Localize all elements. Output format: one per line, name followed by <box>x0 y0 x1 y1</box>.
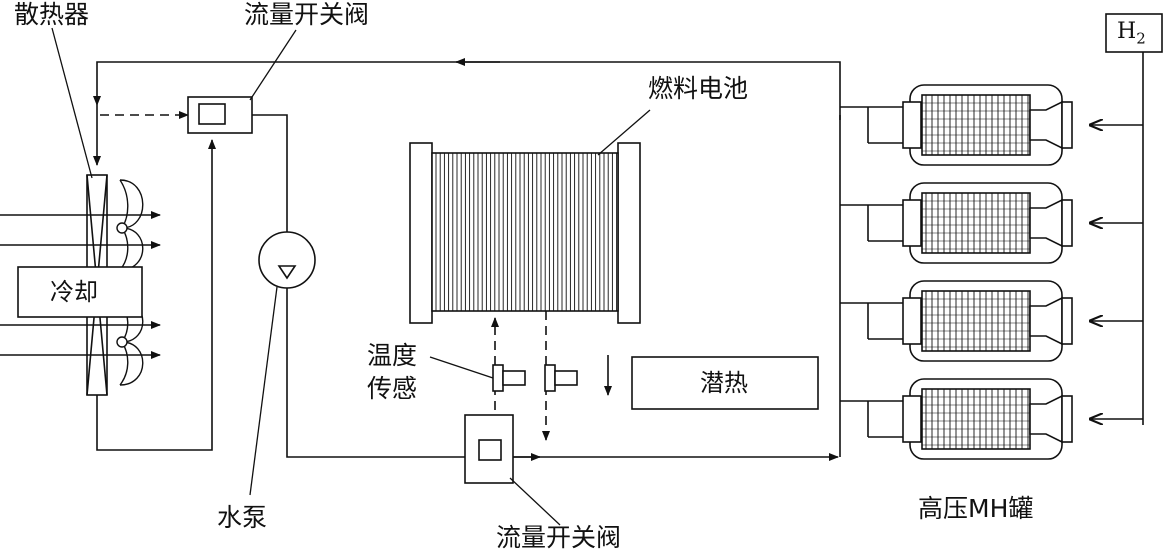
tank-cap <box>1061 199 1073 247</box>
tank-cap <box>1061 101 1073 149</box>
valve-top-leader <box>249 29 297 101</box>
h2-feed-arrows <box>1090 125 1143 419</box>
tank-port <box>902 395 922 443</box>
tank-core <box>921 94 1031 156</box>
latent-heat-box <box>631 356 819 410</box>
tank-cap <box>1061 297 1073 345</box>
cooling-box <box>17 266 143 318</box>
mh-tanks <box>840 84 1073 460</box>
pump-line <box>252 114 288 232</box>
tank-cap <box>1061 395 1073 443</box>
tank-core <box>921 388 1031 450</box>
temp-sensor-label-2: 传感 <box>367 374 418 403</box>
radiator-leader <box>51 27 93 179</box>
valve-top-label: 流量开关阀 <box>244 0 370 29</box>
valve-bottom-window <box>478 439 502 461</box>
tank-port <box>902 297 922 345</box>
tank-port <box>902 101 922 149</box>
temp-sensor-left <box>492 364 526 392</box>
fan-top <box>116 179 144 271</box>
tank-port <box>902 199 922 247</box>
radiator-outlet <box>96 139 216 451</box>
pump-triangle <box>277 265 297 280</box>
temp-sensor-right <box>544 364 578 392</box>
valve-top-window <box>198 103 226 125</box>
stack-endplate-right <box>617 142 641 324</box>
h2-box <box>1105 13 1163 53</box>
water-pump-label: 水泵 <box>217 503 268 532</box>
valve-top-body <box>187 96 253 134</box>
mh-tank-label: 高压MH罐 <box>918 494 1034 523</box>
tank-core <box>921 192 1031 254</box>
pump-body <box>258 231 316 289</box>
pump-to-bottom <box>286 288 465 458</box>
stack-endplate-left <box>409 142 433 324</box>
cooling-label: 冷却 <box>50 278 98 306</box>
valve-bottom-body <box>464 414 514 484</box>
temp-sensor-label-1: 温度 <box>367 341 418 370</box>
mh-tank <box>840 84 1073 166</box>
latent-heat-label: 潜热 <box>700 369 748 397</box>
h2-label: H2 <box>1117 19 1146 48</box>
fuel-cell-label: 燃料电池 <box>648 74 749 103</box>
valve-bottom-leader <box>509 477 561 526</box>
valve-bottom-label: 流量开关阀 <box>496 523 622 552</box>
temp-sensor-leader <box>429 356 494 379</box>
pump-leader <box>249 286 278 496</box>
fuel-cell-leader <box>597 109 651 156</box>
stack-body <box>431 152 619 312</box>
stack-plates <box>435 153 618 311</box>
mh-tank <box>840 182 1073 264</box>
radiator-label: 散热器 <box>14 0 90 29</box>
mh-tank <box>840 280 1073 362</box>
mh-tank <box>840 378 1073 460</box>
tank-core <box>921 290 1031 352</box>
